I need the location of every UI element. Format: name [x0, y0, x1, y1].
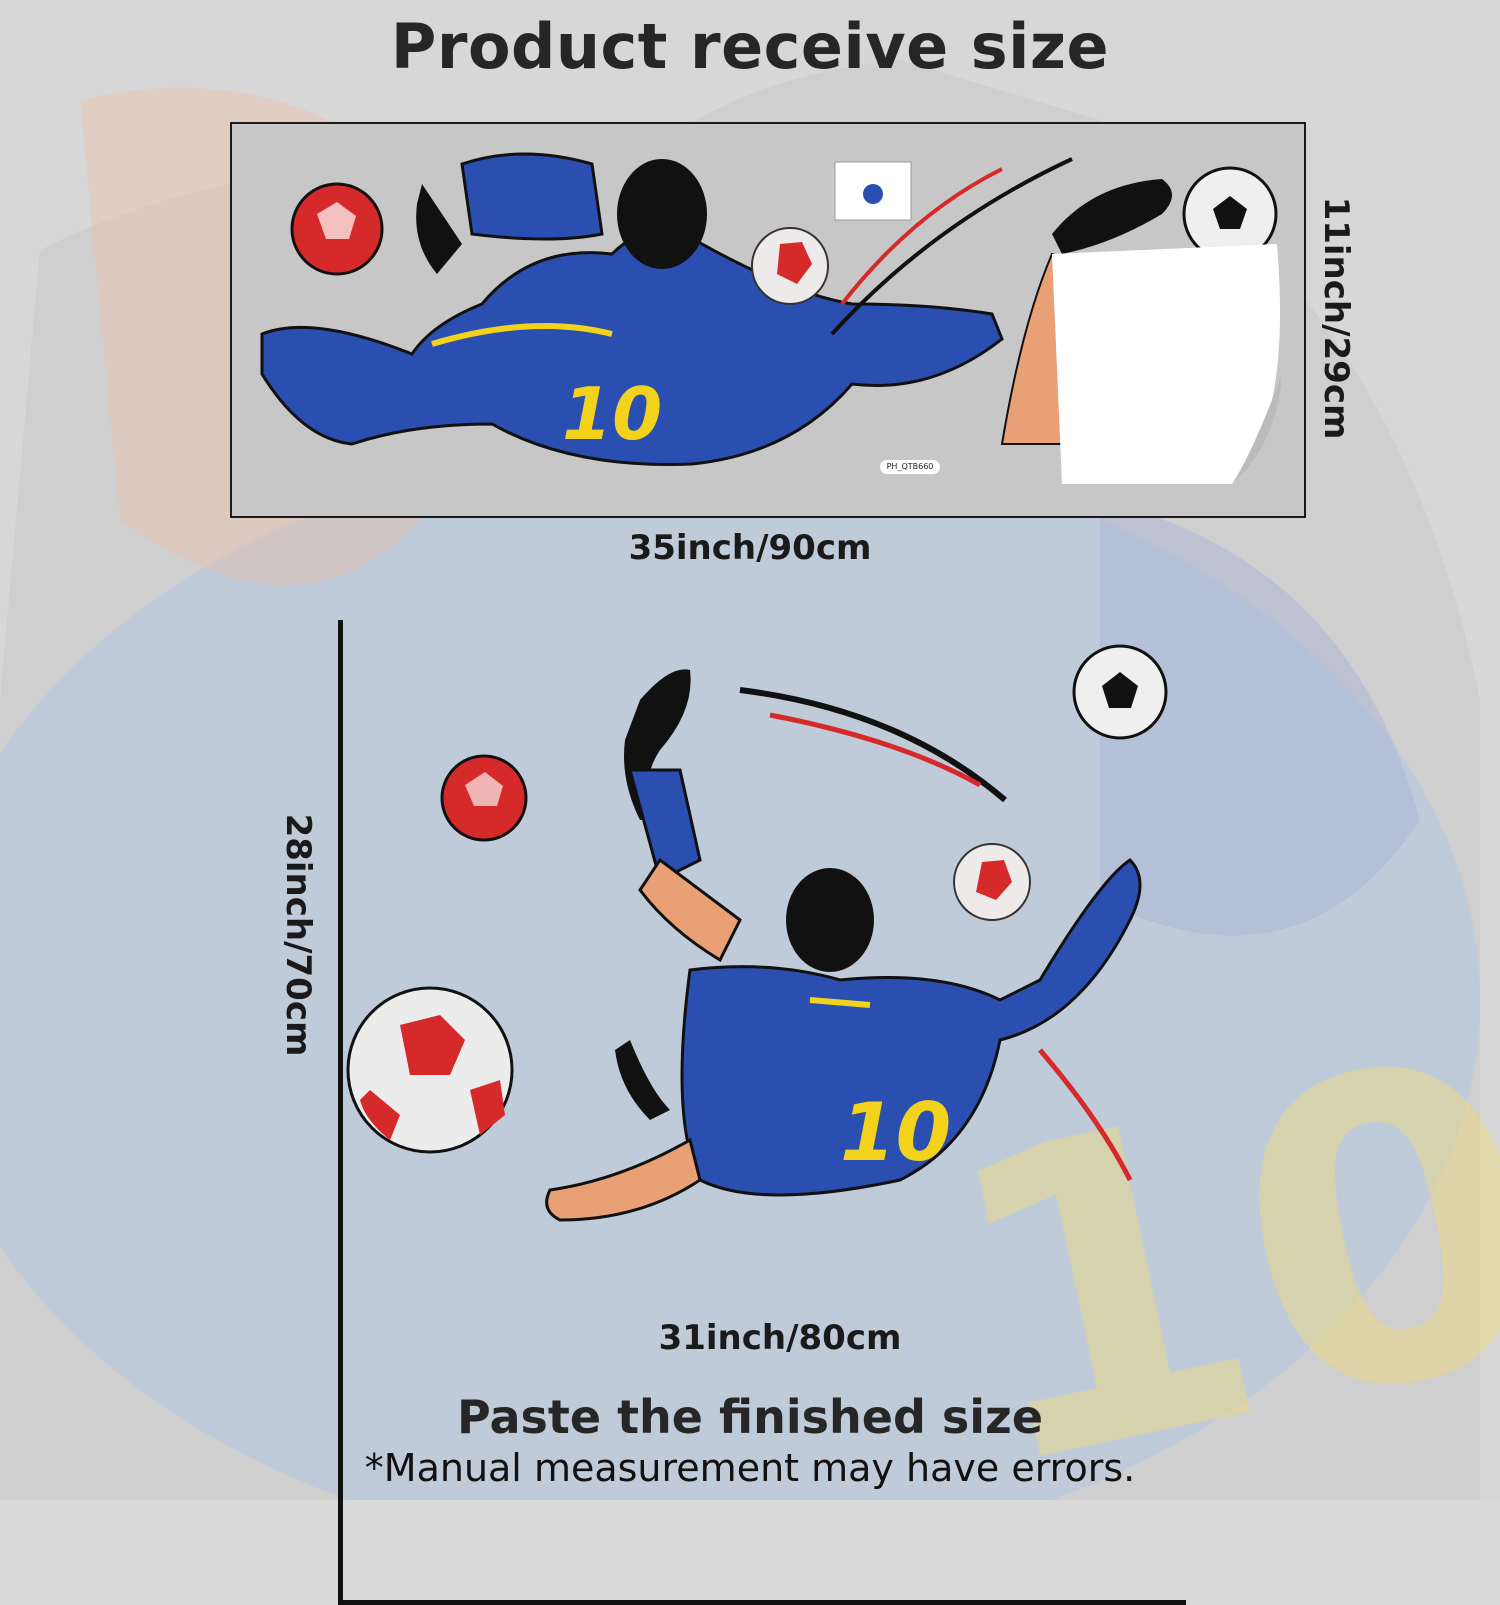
height-dimension-line: [338, 620, 343, 1605]
peeled-backing: [1052, 244, 1280, 484]
page-title: Product receive size: [390, 10, 1110, 83]
large-ball-icon: [346, 986, 514, 1154]
sticker-sheet-preview: 10: [230, 122, 1306, 518]
swoosh-stroke-black: [830, 157, 1073, 336]
small-ball-icon: [751, 227, 829, 305]
finished-width-label: 31inch/80cm: [658, 1318, 902, 1358]
shoe-icon: [1052, 179, 1172, 254]
red-ball-icon: [440, 754, 528, 842]
red-ball-icon: [290, 182, 384, 276]
small-ball-icon: [953, 843, 1031, 921]
swoosh-stroke-red-lower: [1038, 1048, 1133, 1182]
swoosh-stroke-red: [769, 712, 982, 788]
swoosh-stroke-black: [739, 687, 1007, 803]
finished-height-label: 28inch/70cm: [278, 813, 318, 1057]
swoosh-stroke-red: [840, 167, 1003, 306]
svg-text:10: 10: [840, 1086, 951, 1179]
width-dimension-line: [338, 1600, 1186, 1605]
measurement-note: *Manual measurement may have errors.: [364, 1446, 1136, 1490]
finished-wall-illustration: 10: [346, 644, 1168, 1222]
sheet-width-label: 35inch/90cm: [628, 528, 872, 568]
player-sticker-icon: 10: [545, 669, 1142, 1222]
black-white-ball-icon: [1072, 644, 1168, 740]
player-sticker-icon: 10: [260, 152, 1004, 466]
black-white-ball-icon: [1182, 166, 1278, 262]
finished-size-title: Paste the finished size: [456, 1390, 1044, 1444]
sticker-sheet-illustration: 10: [232, 124, 1304, 516]
sheet-height-label: 11inch/29cm: [1316, 196, 1356, 440]
product-code-label: PH_QTB660: [880, 460, 940, 474]
svg-text:10: 10: [562, 372, 662, 456]
